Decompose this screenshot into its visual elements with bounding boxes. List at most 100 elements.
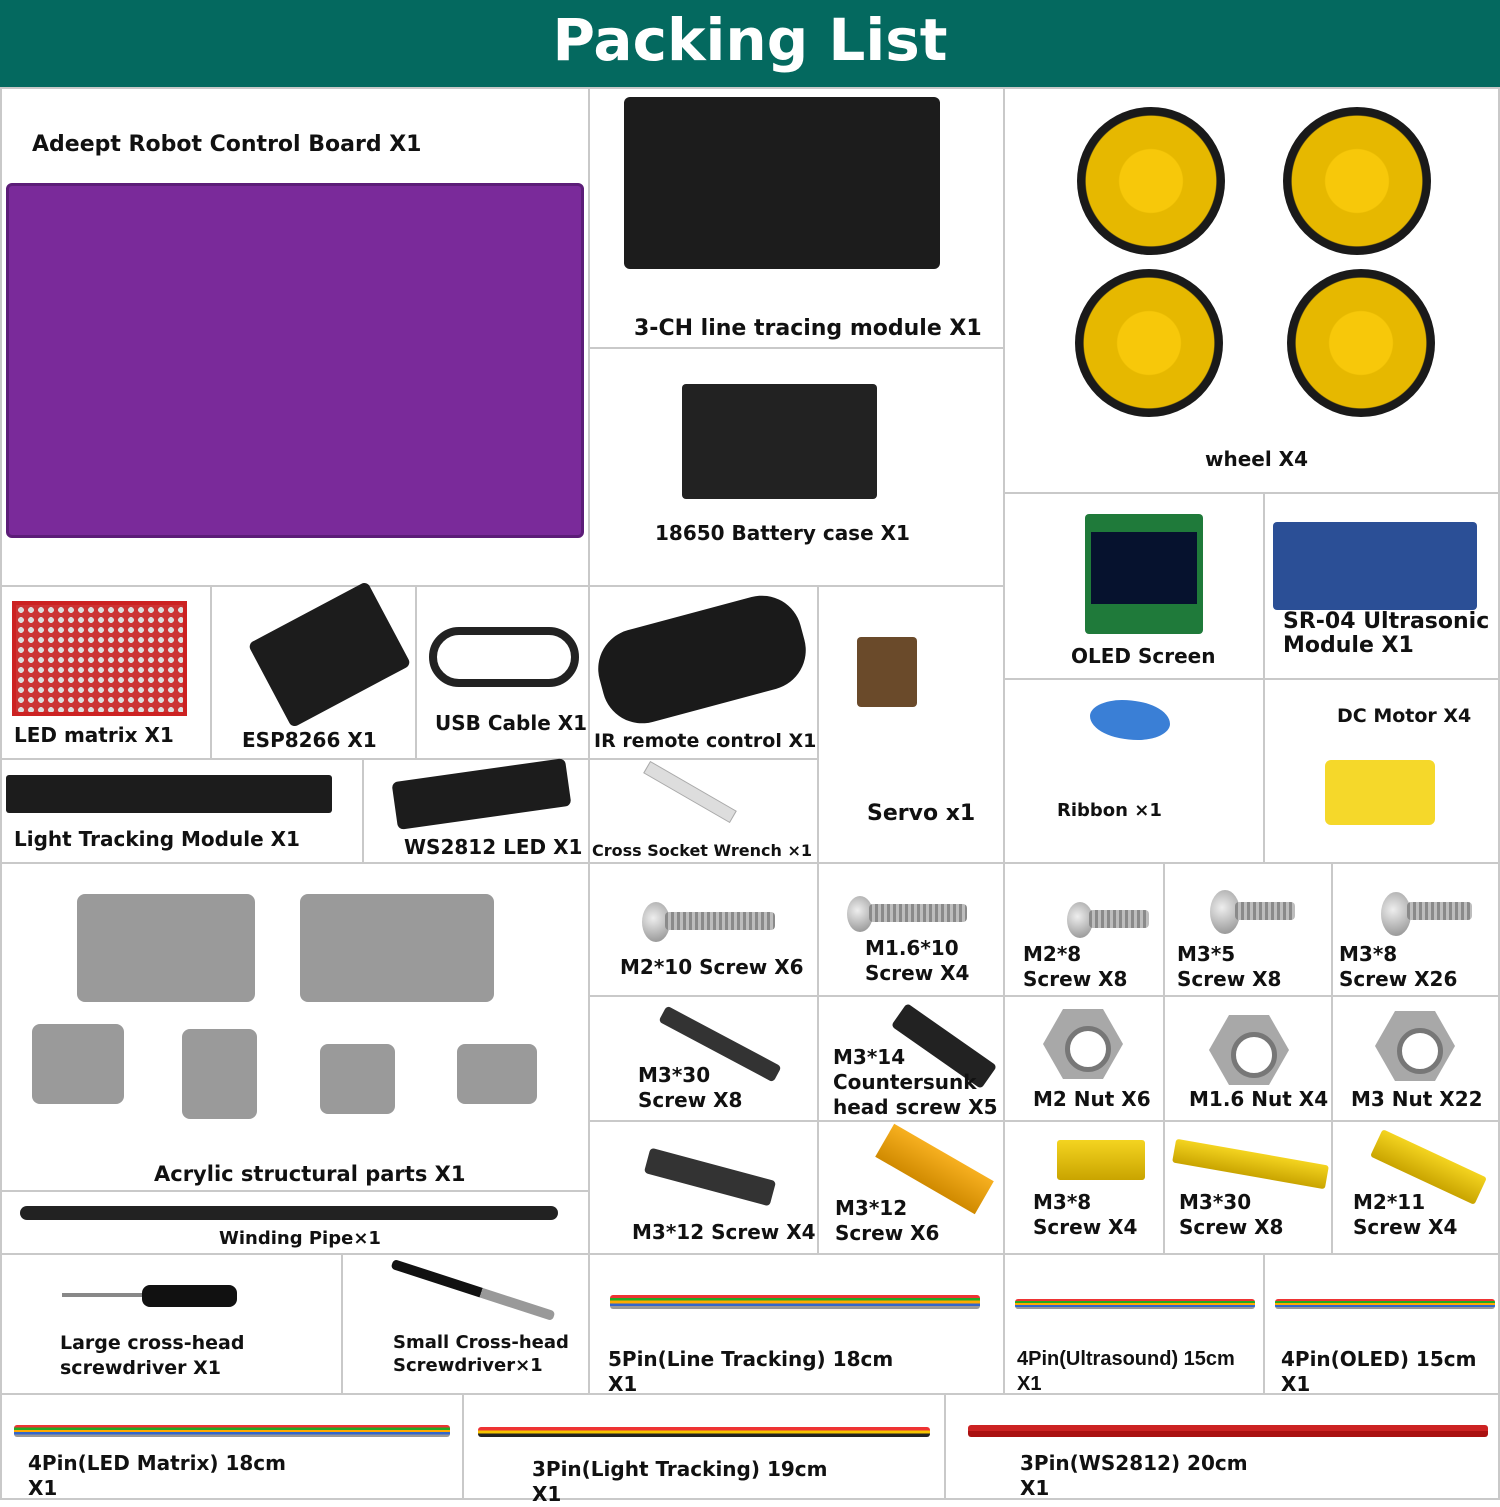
standoff-image <box>1057 1140 1145 1180</box>
screw-image <box>1407 902 1472 920</box>
wrench-image <box>643 760 737 824</box>
wheel-image <box>1287 269 1435 417</box>
screw-image <box>869 904 967 922</box>
cable-image <box>1015 1299 1255 1309</box>
screwdriver-image <box>62 1293 147 1297</box>
item-winding-pipe: Winding Pipe×1 <box>0 1190 590 1255</box>
cable-image <box>14 1425 450 1437</box>
nut-image <box>1043 1009 1123 1079</box>
item-large-screwdriver: Large cross-head screwdriver X1 <box>0 1253 343 1395</box>
item-nut: M2 Nut X6 <box>1003 995 1165 1122</box>
item-usb-cable: USB Cable X1 <box>415 585 590 760</box>
screw-image <box>1235 902 1295 920</box>
item-label: 3Pin(Light Tracking) 19cm X1 <box>532 1457 828 1506</box>
item-wire: 3Pin(Light Tracking) 19cm X1 <box>462 1393 946 1506</box>
item-line-tracing: 3-CH line tracing module X1 <box>588 87 1005 349</box>
ribbon-image <box>1090 700 1170 740</box>
item-ribbon: Ribbon ×1 <box>1003 678 1265 864</box>
oled-image <box>1085 514 1203 634</box>
screw-head-icon <box>1067 902 1093 938</box>
item-screw: M3*5 Screw X8 <box>1163 862 1333 997</box>
usb-cable-image <box>429 627 579 687</box>
item-label: M2 Nut X6 <box>1033 1087 1151 1111</box>
item-label: M3*30 Screw X8 <box>1179 1190 1284 1239</box>
item-esp8266: ESP8266 X1 <box>210 580 417 760</box>
item-label: 18650 Battery case X1 <box>655 521 910 545</box>
item-standoff: M3*12 Screw X6 <box>817 1120 1005 1255</box>
standoff-image <box>1172 1138 1329 1190</box>
item-label: Large cross-head screwdriver X1 <box>60 1332 245 1379</box>
item-label: USB Cable X1 <box>435 711 588 735</box>
screwdriver-image <box>390 1258 556 1322</box>
item-label: Small Cross-head Screwdriver×1 <box>393 1332 569 1376</box>
item-label: M3*8 Screw X26 <box>1339 942 1458 991</box>
item-battery: 18650 Battery case X1 <box>588 347 1005 587</box>
item-label: 3Pin(WS2812) 20cm X1 <box>1020 1451 1248 1500</box>
light-tracking-image <box>6 775 332 813</box>
item-label: M3*12 Screw X4 <box>632 1220 816 1244</box>
item-label: 4Pin(LED Matrix) 18cm X1 <box>28 1451 286 1500</box>
item-label: OLED Screen <box>1071 644 1216 668</box>
sr04-image <box>1273 522 1477 610</box>
battery-case-image <box>682 384 877 499</box>
screw-head-icon <box>847 896 873 932</box>
item-screw: M2*10 Screw X6 <box>588 862 819 997</box>
item-acrylic: Acrylic structural parts X1 <box>0 862 590 1192</box>
item-wire: 5Pin(Line Tracking) 18cm X1 <box>588 1253 1005 1396</box>
item-servo: Servo x1 <box>817 585 1005 864</box>
item-ws2812: WS2812 LED X1 <box>362 758 590 864</box>
item-screw: M3*8 Screw X26 <box>1331 862 1500 997</box>
item-label: M2*10 Screw X6 <box>620 955 804 979</box>
item-label: Winding Pipe×1 <box>219 1228 381 1249</box>
item-label: M3*14 Countersunk head screw X5 <box>833 1045 998 1119</box>
item-screw: M2*8 Screw X8 <box>1003 862 1165 997</box>
led-matrix-image <box>12 601 187 716</box>
acrylic-part-image <box>457 1044 537 1104</box>
page-title: Packing List <box>0 0 1500 87</box>
item-label: 4Pin(OLED) 15cm X1 <box>1281 1347 1477 1396</box>
line-tracing-image <box>624 97 940 269</box>
item-nut: M1.6 Nut X4 <box>1163 995 1333 1122</box>
ws2812-image <box>391 758 572 830</box>
item-sr04: SR-04 Ultrasonic Module X1 <box>1263 492 1500 680</box>
item-screw: M3*30 Screw X8 <box>588 995 819 1122</box>
item-label: 4Pin(Ultrasound) 15cm X1 <box>1017 1348 1235 1395</box>
item-label: M2*11 Screw X4 <box>1353 1190 1458 1239</box>
item-dc-motor: DC Motor X4 <box>1263 678 1500 864</box>
item-label: Ribbon ×1 <box>1057 800 1162 821</box>
item-standoff: M2*11 Screw X4 <box>1331 1120 1500 1255</box>
item-small-screwdriver: Small Cross-head Screwdriver×1 <box>341 1253 590 1395</box>
item-standoff: M3*30 Screw X8 <box>1163 1120 1333 1255</box>
acrylic-part-image <box>320 1044 395 1114</box>
item-led-matrix: LED matrix X1 <box>0 585 212 760</box>
screw-head-icon <box>1381 892 1411 936</box>
nut-image <box>1375 1011 1455 1081</box>
item-label: M1.6*10 Screw X4 <box>865 936 970 985</box>
item-light-tracking: Light Tracking Module X1 <box>0 758 364 864</box>
acrylic-bracket-image <box>182 1029 257 1119</box>
item-label: M3 Nut X22 <box>1351 1087 1483 1111</box>
cable-image <box>968 1425 1488 1437</box>
item-control-board: Adeept Robot Control Board X1 <box>0 87 590 587</box>
control-board-image <box>6 183 584 538</box>
item-label: Light Tracking Module X1 <box>14 827 300 851</box>
item-label: M3*5 Screw X8 <box>1177 942 1282 991</box>
item-label: IR remote control X1 <box>594 730 817 752</box>
item-label: M2*8 Screw X8 <box>1023 942 1128 991</box>
item-wire: 4Pin(LED Matrix) 18cm X1 <box>0 1393 464 1500</box>
item-label: M3*12 Screw X6 <box>835 1196 940 1245</box>
esp8266-image <box>247 580 412 729</box>
ir-remote-image <box>589 586 815 733</box>
item-screw: M3*12 Screw X4 <box>588 1120 819 1255</box>
item-nut: M3 Nut X22 <box>1331 995 1500 1122</box>
item-screw: M3*14 Countersunk head screw X5 <box>817 995 1005 1122</box>
item-label: Acrylic structural parts X1 <box>154 1162 466 1186</box>
cable-image <box>610 1295 980 1309</box>
item-label: Servo x1 <box>867 801 976 826</box>
item-label: M3*30 Screw X8 <box>638 1063 743 1112</box>
item-wire: 4Pin(Ultrasound) 15cm X1 <box>1003 1253 1265 1395</box>
item-label: SR-04 Ultrasonic Module X1 <box>1283 609 1490 658</box>
item-wire: 4Pin(OLED) 15cm X1 <box>1263 1253 1500 1396</box>
wheel-image <box>1077 107 1225 255</box>
item-label: DC Motor X4 <box>1337 705 1472 727</box>
